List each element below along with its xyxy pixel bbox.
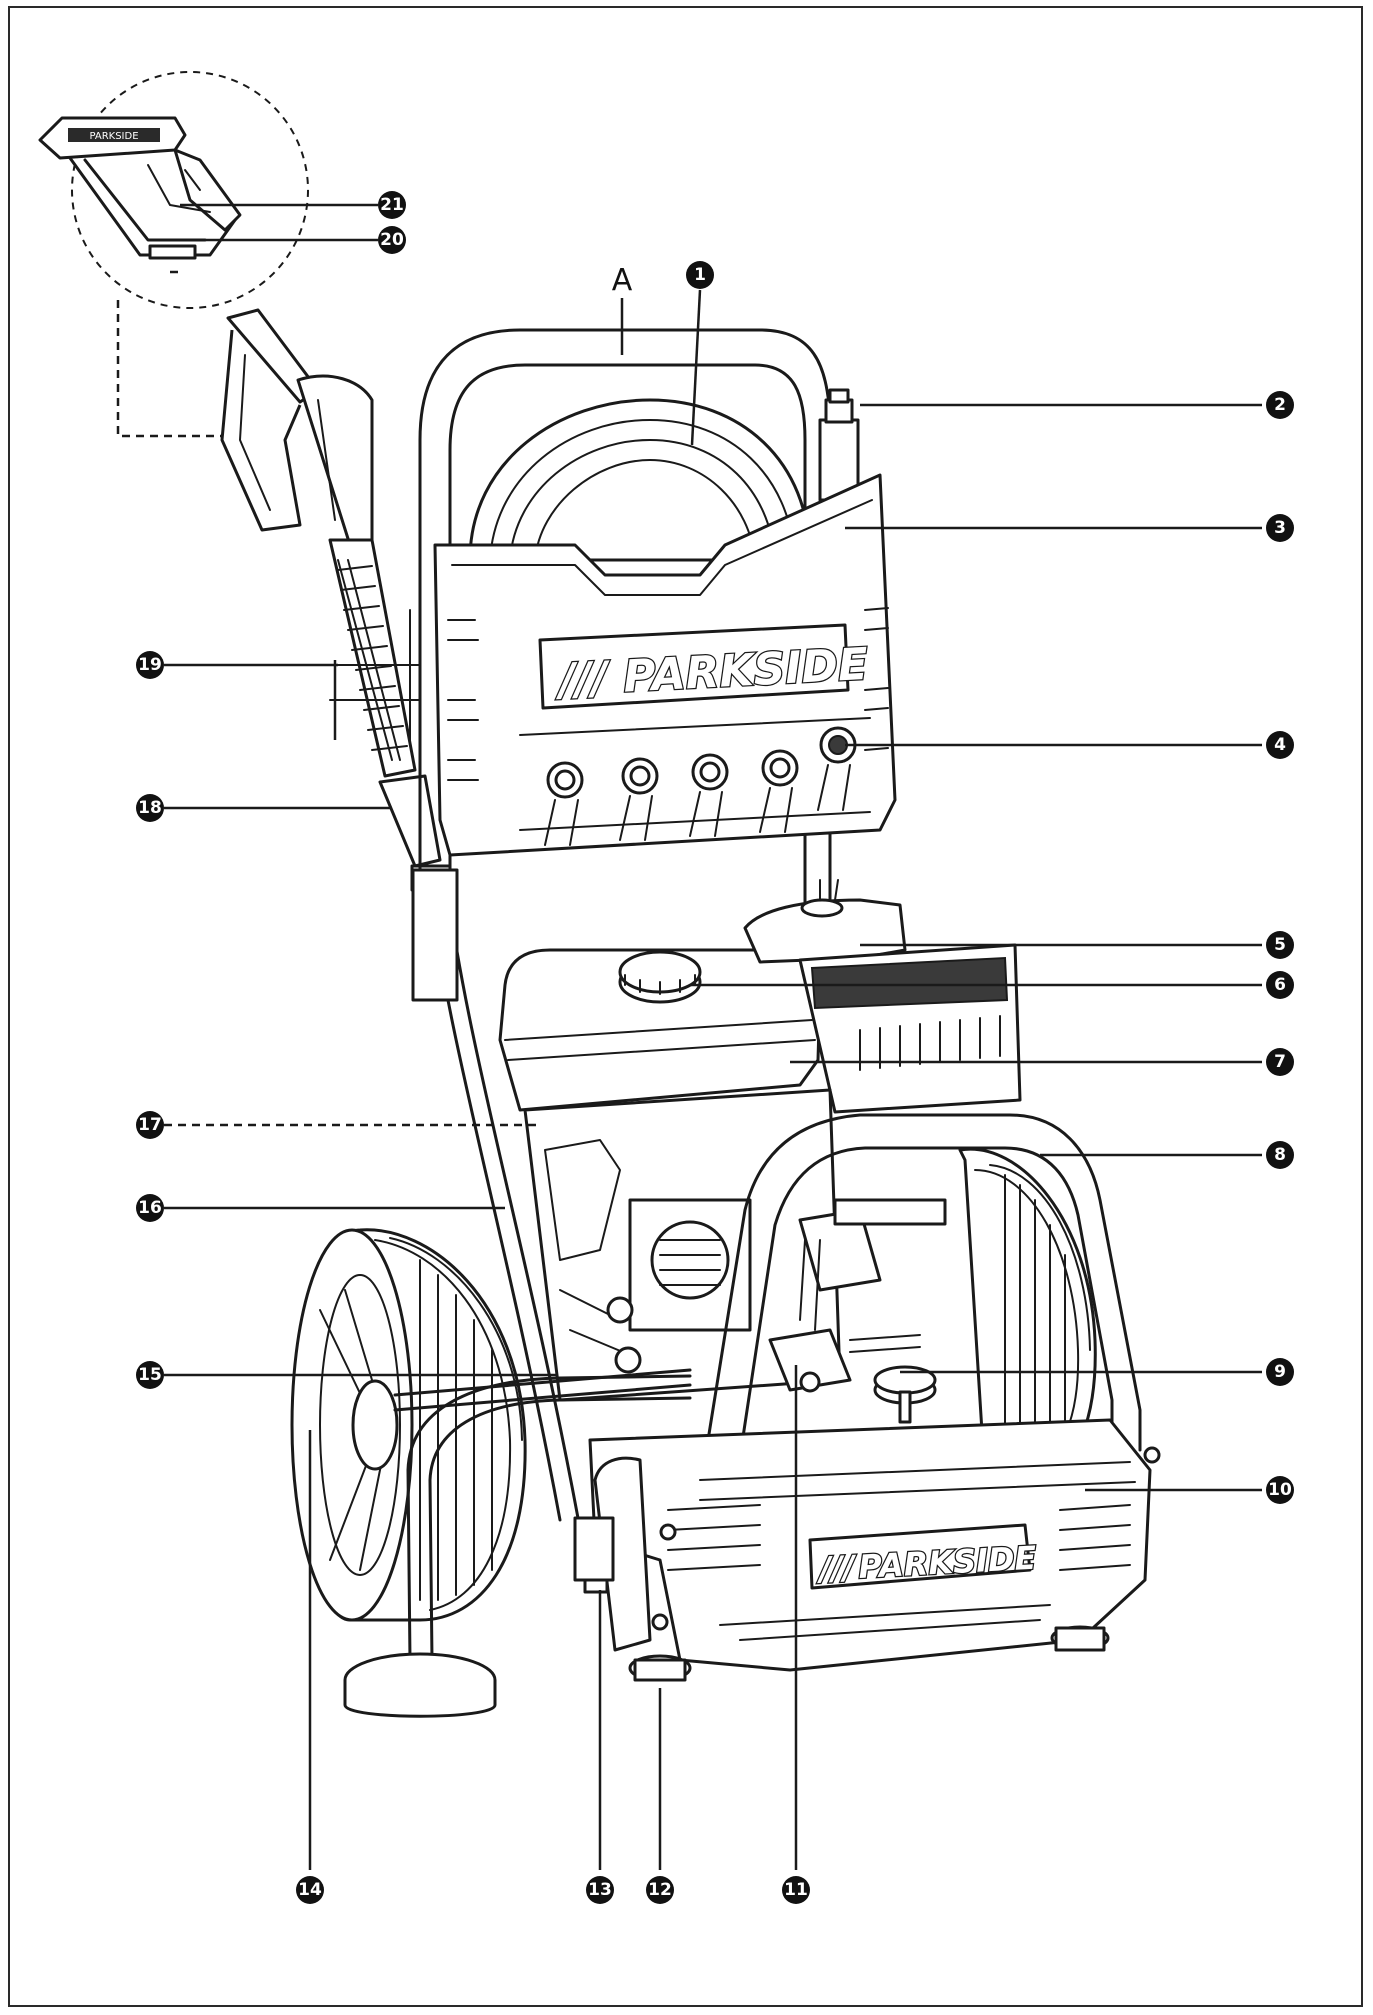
svg-text:9: 9 [1274,1362,1286,1382]
callout-8: 8 [1266,1141,1294,1169]
svg-text:14: 14 [298,1880,322,1900]
svg-text:21: 21 [380,195,404,215]
front-frame-bar [698,1113,1142,1492]
callout-3: 3 [1266,514,1294,542]
svg-text:PARKSIDE: PARKSIDE [89,131,138,142]
callout-11: 11 [782,1876,810,1904]
pump-unit [768,1198,947,1424]
callout-9: 9 [1266,1358,1294,1386]
base-side-grilles [667,1504,1131,1571]
callout-2: 2 [1266,391,1294,419]
front-wheel-spokes [319,1289,399,1571]
front-wheel [290,1228,692,1622]
hose-stand [343,1374,692,1718]
callout-20: 20 [378,226,406,254]
callout-7: 7 [1266,1048,1294,1076]
hose-reel [468,398,812,562]
svg-text:6: 6 [1274,975,1286,995]
callout-21: 21 [378,191,406,219]
svg-text:1: 1 [694,265,706,285]
svg-text:15: 15 [138,1365,162,1385]
rear-wheel [958,1147,1097,1482]
detail-inset: PARKSIDE [38,71,309,438]
svg-text:13: 13 [588,1880,612,1900]
callout-17: 17 [136,1111,164,1139]
svg-text:7: 7 [1274,1052,1286,1072]
svg-text:19: 19 [138,655,162,675]
callout-19: 19 [136,651,164,679]
callout-badges: 1 2 3 4 5 6 7 8 9 10 11 12 13 14 15 16 1… [136,191,1294,1904]
nozzle-holder-panel: ///PARKSIDE [433,473,897,857]
label-a: A [612,263,633,298]
page-frame [8,6,1363,2007]
svg-text:11: 11 [784,1880,808,1900]
svg-text:4: 4 [1274,735,1286,755]
callout-16: 16 [136,1194,164,1222]
engine-fuel-tank [498,879,1022,1114]
high-pressure-outlet [818,388,860,502]
chassis-base: ///PARKSIDE [573,1418,1161,1682]
engine-grille [810,956,1009,1071]
callout-5: 5 [1266,931,1294,959]
svg-text:8: 8 [1274,1145,1286,1165]
svg-text:3: 3 [1274,518,1286,538]
callout-10: 10 [1266,1476,1294,1504]
frame-brand-stripes: /// [553,652,613,706]
callout-6: 6 [1266,971,1294,999]
svg-text:10: 10 [1268,1480,1292,1500]
lance-grip-ribs [337,565,408,751]
svg-text:16: 16 [138,1198,162,1218]
callout-18: 18 [136,794,164,822]
callout-1: 1 [686,261,714,289]
callout-14: 14 [296,1876,324,1904]
nozzle-caps [544,726,857,846]
svg-text:2: 2 [1274,395,1286,415]
callout-15: 15 [136,1361,164,1389]
base-brand-stripes: /// [814,1548,857,1588]
callout-12: 12 [646,1876,674,1904]
leader-lines [164,203,1262,1870]
svg-text:///PARKSIDE: ///PARKSIDE [553,639,869,706]
callout-13: 13 [586,1876,614,1904]
svg-text:5: 5 [1274,935,1286,955]
frame-handle [411,328,832,1002]
callout-4: 4 [1266,731,1294,759]
svg-text:12: 12 [648,1880,672,1900]
svg-text:17: 17 [138,1115,162,1135]
svg-text:20: 20 [380,230,404,250]
svg-text:18: 18 [138,798,162,818]
